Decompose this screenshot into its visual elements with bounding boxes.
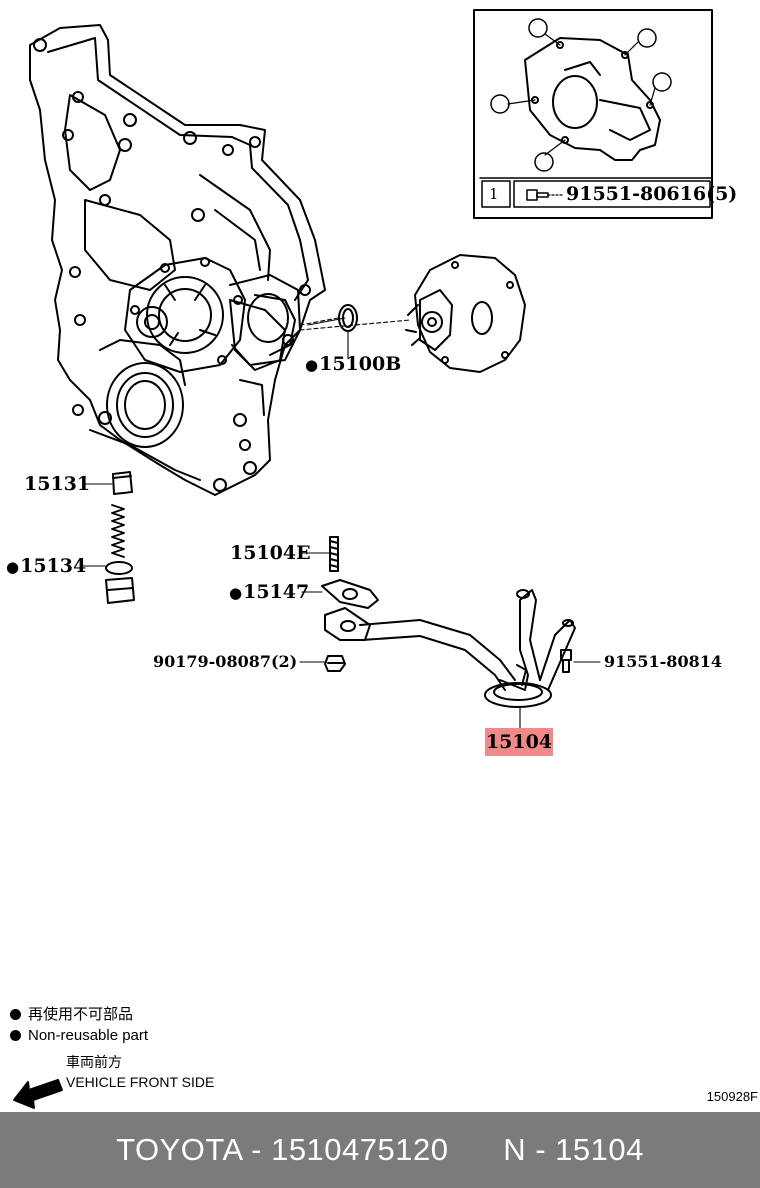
oil-strainer-15104 xyxy=(324,589,576,708)
footer-n-prefix: N xyxy=(503,1132,527,1167)
label-90179-08087: 90179-08087(2) xyxy=(153,652,298,671)
label-15147: 15147 xyxy=(229,581,309,604)
bolt-91551-80814 xyxy=(560,649,572,673)
parts-diagram xyxy=(13,9,713,1109)
legend-en-text: Non-reusable part xyxy=(28,1027,149,1044)
label-15104e: 15104E xyxy=(230,542,311,564)
figure-number: 150928F xyxy=(706,1089,758,1104)
relief-plug xyxy=(105,577,135,604)
footer-part-number: 1510475120 xyxy=(271,1132,449,1167)
water-pump xyxy=(124,257,246,373)
relief-spring xyxy=(111,504,125,558)
footer-brand: TOYOTA xyxy=(116,1132,243,1167)
label-15100b: 15100B xyxy=(305,353,401,376)
stud-15104e xyxy=(329,536,339,572)
bullet-icon xyxy=(10,1030,21,1041)
label-15104-highlight: 15104 xyxy=(485,728,553,756)
inset-ref-number: 1 xyxy=(489,185,499,203)
legend-jp: 再使用不可部品 xyxy=(10,1005,133,1025)
label-91551-80616: 91551-80616(5) xyxy=(566,183,738,205)
gasket-15147 xyxy=(321,579,379,609)
front-label-en: VEHICLE FRONT SIDE xyxy=(66,1074,215,1090)
label-15134: 15134 xyxy=(6,555,86,578)
gasket-15134 xyxy=(105,561,133,575)
legend-jp-text: 再使用不可部品 xyxy=(28,1006,134,1023)
bullet-icon xyxy=(10,1009,21,1020)
oil-pump xyxy=(405,254,526,373)
plug-15131 xyxy=(112,471,133,495)
front-label-jp: 車両前方 xyxy=(66,1054,122,1070)
detail-inset xyxy=(473,9,713,219)
legend-en: Non-reusable part xyxy=(10,1026,148,1046)
label-15131: 15131 xyxy=(24,473,91,495)
nut-90179 xyxy=(324,655,346,672)
vehicle-front-arrow-icon xyxy=(13,1079,63,1109)
crankshaft-seal-bore xyxy=(99,339,186,448)
label-91551-80814: 91551-80814 xyxy=(604,652,722,671)
footer-bar: TOYOTA - 1510475120 N - 15104 xyxy=(0,1112,760,1188)
timing-chain-cover xyxy=(29,24,326,496)
footer-ref: 15104 xyxy=(555,1132,644,1167)
o-ring-15100b xyxy=(338,304,358,332)
